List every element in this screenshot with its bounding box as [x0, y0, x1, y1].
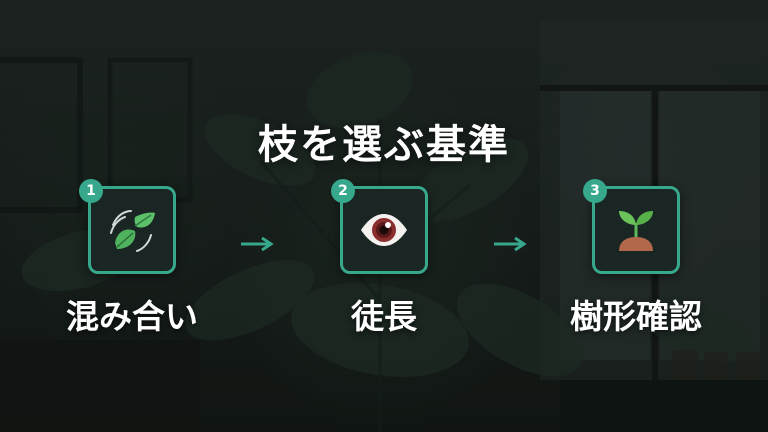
arrow-right-icon [241, 236, 274, 252]
step-tile: 3 [583, 179, 680, 274]
page-title: 枝を選ぶ基準 [258, 122, 510, 168]
step-number-badge: 2 [331, 179, 355, 203]
sprout-icon [619, 211, 653, 251]
step-number-badge: 1 [79, 179, 103, 203]
step-number-badge: 3 [583, 179, 607, 203]
step-tile: 2 [331, 179, 428, 274]
step-label: 樹形確認 [570, 297, 702, 336]
leaves-icon [110, 210, 155, 252]
step-tile: 1 [79, 179, 176, 274]
arrow-right-icon [494, 236, 527, 252]
eye-icon [361, 214, 407, 246]
step-label: 混み合い [66, 297, 198, 336]
step-label: 徒長 [351, 297, 417, 336]
